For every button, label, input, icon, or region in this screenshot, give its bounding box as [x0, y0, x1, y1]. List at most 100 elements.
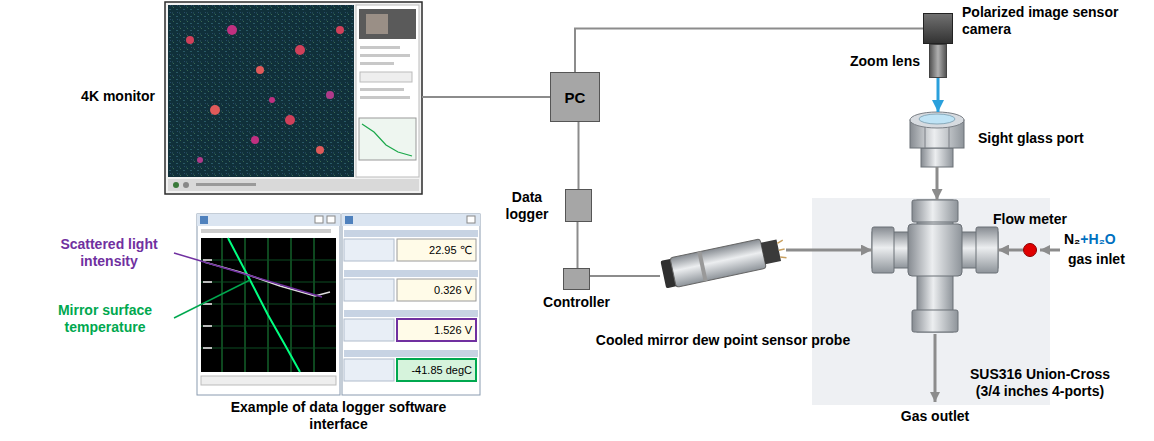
inlet-label-group: N₂+H₂O	[1064, 231, 1116, 248]
value-readout: 1.526 V	[399, 323, 472, 337]
value-readout: 0.326 V	[399, 283, 472, 297]
monitor-screenshot-part	[197, 157, 203, 163]
value-readout: -41.85 degC	[399, 363, 472, 377]
monitor-screenshot-part	[359, 118, 416, 160]
connector	[577, 222, 579, 268]
monitor-screenshot-part	[356, 5, 419, 177]
logger-screenshot-illustration-part	[197, 214, 340, 395]
connector	[575, 29, 923, 73]
probe-illustration	[660, 234, 788, 289]
logger-screenshot-illustration-part	[203, 347, 212, 349]
monitor-screenshot-part	[366, 14, 388, 34]
connector	[590, 275, 660, 277]
monitor-screenshot-part	[173, 182, 179, 188]
logger-screenshot-illustration-part	[397, 319, 476, 341]
monitor-screenshot-part	[316, 146, 324, 154]
logger-screenshot-illustration-part	[203, 325, 212, 327]
logger-screenshot-illustration-part	[201, 229, 331, 233]
value-readout: 22.95 ℃	[399, 243, 472, 257]
sight-glass-illustration-part	[921, 148, 953, 167]
flow-meter: Flow meter	[1023, 243, 1037, 257]
connector	[936, 167, 939, 200]
logger-screenshot-illustration-part	[397, 279, 476, 301]
monitor-screenshot-part	[336, 26, 344, 34]
monitor-screenshot-part	[285, 115, 295, 125]
logger-screenshot-illustration-part	[201, 326, 336, 327]
pc-box: PC	[550, 72, 600, 122]
callout-label: Scattered light intensity	[48, 236, 170, 270]
gas-label: +H₂O	[1080, 231, 1115, 248]
logger-screenshot-illustration-part	[201, 260, 336, 261]
connector	[578, 122, 580, 189]
union-cross-illustration-part	[912, 310, 958, 332]
node-label: Zoom lens	[850, 53, 920, 70]
gas-label: N₂	[1064, 231, 1080, 248]
monitor-screenshot-part	[360, 46, 400, 49]
logger-screenshot-illustration-part	[344, 279, 394, 301]
logger-screenshot-illustration-part	[344, 310, 478, 317]
monitor-screenshot-part	[168, 5, 354, 177]
logger-screenshot-illustration-part	[315, 216, 323, 223]
monitor-screenshot-part	[360, 96, 410, 99]
monitor-screenshot-part	[251, 136, 259, 144]
probe-illustration-part	[670, 239, 766, 287]
logger-screenshot-illustration	[197, 214, 480, 395]
probe-illustration-part	[777, 240, 787, 259]
logger-screenshot-illustration-part	[345, 216, 353, 224]
sight-glass-port: Sight glass port	[906, 112, 968, 167]
logger-screenshot-illustration-part	[222, 238, 223, 372]
gas-label: gas inlet	[1068, 251, 1125, 268]
data-logger-box: Data logger	[565, 189, 592, 222]
logger-screenshot-illustration-part	[342, 214, 480, 226]
logger-screenshot-illustration-part	[268, 238, 269, 372]
logger-screenshot-illustration-part	[397, 239, 476, 261]
monitor-screenshot-part	[256, 66, 264, 74]
probe-illustration-part	[697, 251, 707, 281]
union-cross-illustration-part	[908, 224, 962, 276]
connector	[937, 78, 940, 112]
monitor-screenshot-part	[269, 97, 275, 103]
node-label: SUS316 Union-Cross (3/4 inches 4-ports)	[960, 366, 1120, 400]
logger-screenshot-illustration-part	[344, 270, 478, 277]
node-label: Sight glass port	[978, 130, 1084, 147]
node-label: Flow meter	[993, 211, 1067, 228]
logger-screenshot-illustration-part	[344, 350, 478, 357]
logger-screenshot-illustration-part	[201, 348, 336, 349]
node-label: 4K monitor	[81, 88, 155, 105]
leader-line	[174, 280, 250, 318]
monitor-screenshot-part	[227, 25, 237, 35]
logger-screenshot-illustration-part	[344, 230, 478, 237]
gas-inlet-line	[1040, 249, 1060, 252]
connector	[998, 249, 1023, 252]
monitor-screenshot-part	[186, 36, 194, 44]
node-label: Controller	[543, 294, 610, 311]
union-cross-illustration-part	[912, 200, 958, 222]
monitor-screenshot-part	[360, 72, 412, 82]
sight-glass-illustration	[910, 112, 964, 167]
zoom-lens: Zoom lens	[929, 44, 947, 78]
logger-screenshot-illustration-part	[203, 259, 212, 261]
logger-screenshot-illustration-part	[203, 281, 212, 283]
outlet-label: Gas outlet	[901, 408, 969, 425]
monitor-screenshot-part	[295, 45, 305, 55]
node-label: PC	[565, 89, 586, 106]
monitor-screenshot-part	[165, 2, 422, 194]
logger-screenshot-illustration-part	[228, 238, 300, 372]
monitor-screenshot-part	[360, 54, 410, 57]
monitor-screenshot-part	[210, 105, 220, 115]
logger-screenshot-illustration-part	[314, 238, 315, 372]
union-cross-illustration-part	[872, 227, 894, 273]
node-label: Data logger	[498, 189, 556, 223]
union-cross-illustration-part	[976, 227, 998, 273]
connector	[422, 96, 550, 98]
union-cross: SUS316 Union-Cross (3/4 inches 4-ports)	[872, 200, 998, 332]
monitor-screenshot-part	[183, 182, 189, 188]
sight-glass-illustration-part	[919, 114, 955, 124]
logger-screenshot-illustration-part	[291, 238, 292, 372]
monitor-screenshot-part	[168, 179, 419, 191]
controller-box: Controller	[563, 268, 590, 290]
monitor-screenshot-part	[326, 91, 334, 99]
monitor-screenshot: 4K monitor	[165, 2, 422, 194]
gas-outlet-arrow	[934, 334, 937, 402]
